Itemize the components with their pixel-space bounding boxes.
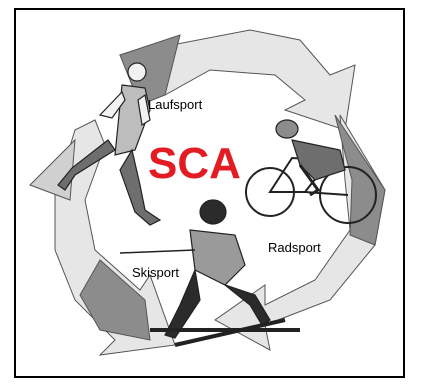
label-skiing: Skisport <box>132 265 179 280</box>
skier-figure <box>119 199 300 347</box>
brand-logo: SCA <box>148 139 241 188</box>
runner-figure <box>57 62 162 226</box>
cyclist-figure <box>245 119 377 224</box>
cycle-arrow-right <box>214 114 386 351</box>
cycle-arrow-top <box>118 29 356 131</box>
label-running: Laufsport <box>148 97 203 112</box>
label-cycling: Radsport <box>268 240 321 255</box>
